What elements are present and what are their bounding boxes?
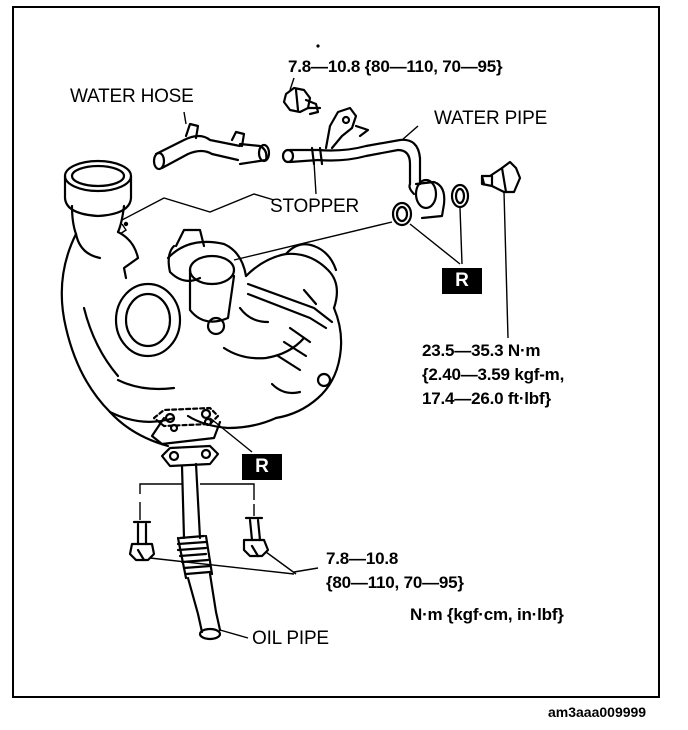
- oil-pipe-bolt-left: [128, 520, 156, 562]
- replace-mark-washers: R: [442, 268, 482, 294]
- sealing-washer-2: [450, 183, 470, 209]
- oil-pipe-label: OIL PIPE: [252, 628, 329, 649]
- oil-pipe-gasket: [152, 406, 220, 428]
- water-hose-label: WATER HOSE: [70, 86, 194, 107]
- turbocharger: [60, 159, 343, 448]
- torque-units-legend: N·m {kgf·cm, in·lbf}: [410, 605, 564, 624]
- oil-pipe: [160, 444, 222, 641]
- stopper-label: STOPPER: [270, 196, 360, 217]
- union-bolt-torque-line-3: 17.4—26.0 ft·lbf}: [422, 389, 551, 408]
- union-bolt-torque-line-1: 23.5—35.3 N·m: [422, 341, 541, 360]
- stray-dot: [316, 44, 320, 48]
- top-bolt: [282, 86, 322, 116]
- top-bolt-torque: 7.8—10.8 {80—110, 70—95}: [288, 57, 503, 76]
- replace-mark-gasket: R: [242, 454, 282, 480]
- union-bolt: [480, 160, 522, 194]
- oil-pipe-bolt-right: [242, 516, 270, 558]
- figure-code: am3aaa009999: [548, 704, 647, 720]
- water-pipe: [281, 106, 446, 220]
- water-hose: [152, 122, 271, 171]
- water-pipe-label: WATER PIPE: [434, 108, 548, 129]
- oil-pipe-bolt-torque-line-1: 7.8—10.8: [326, 549, 399, 568]
- sealing-washer-2-inner: [454, 187, 466, 205]
- sealing-washer-1: [391, 201, 413, 227]
- union-bolt-torque-line-2: {2.40—3.59 kgf-m,: [422, 365, 565, 384]
- turbocharger-line-art: [60, 44, 522, 641]
- diagram-frame: WATER HOSE WATER PIPE STOPPER OIL PIPE 7…: [12, 6, 660, 698]
- clamp-dot: [123, 221, 129, 227]
- sealing-washer-1-inner: [395, 205, 409, 223]
- oil-pipe-bolt-torque-line-2: {80—110, 70—95}: [326, 573, 464, 592]
